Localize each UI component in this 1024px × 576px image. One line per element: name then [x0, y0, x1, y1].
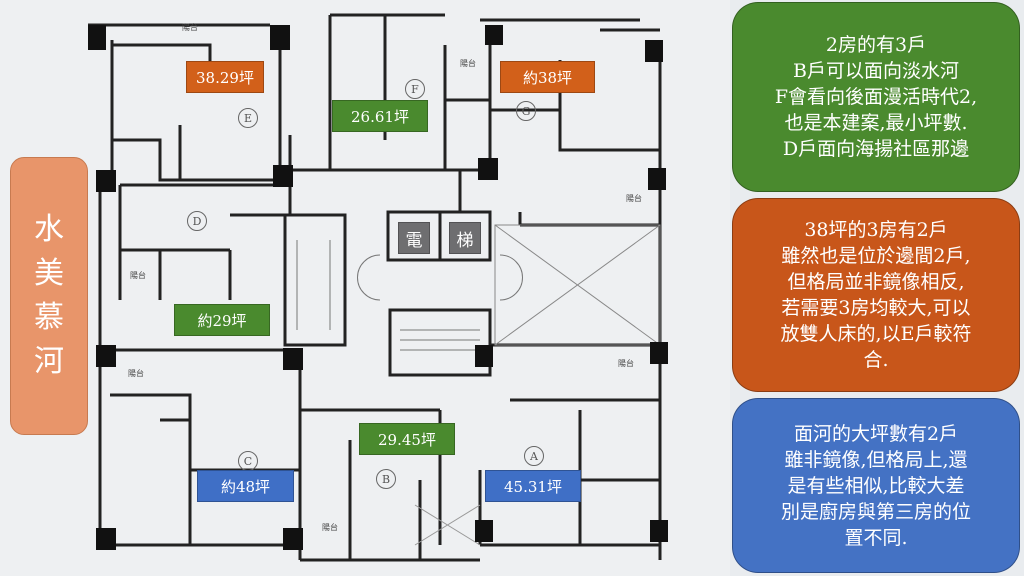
balcony-label: 陽台: [182, 23, 198, 32]
unit-c-marker: C: [238, 451, 258, 471]
unit-a-area: 45.31坪: [485, 470, 581, 502]
unit-g-marker: G: [516, 101, 536, 121]
note-line: 放雙人床的,以E戶較符: [780, 323, 972, 345]
elevator-label-2: 梯: [449, 222, 481, 254]
note-line: 雖然也是位於邊間2戶,: [781, 245, 971, 267]
unit-d-area: 約29坪: [174, 304, 270, 336]
river-char: 美: [34, 256, 64, 291]
note-line: 是有些相似,比較大差: [787, 474, 965, 497]
unit-g-area: 約38坪: [500, 61, 595, 93]
note-line: 38坪的3房有2戶: [804, 219, 948, 241]
floor-plan: E F G D C B A 陽台 陽台 陽台 陽台 陽台 陽台 陽台 38.29…: [10, 13, 668, 562]
river-label: 水 美 慕 河: [10, 157, 88, 435]
note-two-bedroom: 2房的有3戶 B戶可以面向淡水河 F會看向後面漫活時代2, 也是本建案,最小坪數…: [732, 2, 1020, 192]
unit-e-area: 38.29坪: [186, 61, 264, 93]
unit-f-area: 26.61坪: [332, 100, 428, 132]
unit-b-marker: B: [376, 469, 396, 489]
unit-b-area: 29.45坪: [359, 423, 455, 455]
elevator-label-1: 電: [398, 222, 430, 254]
note-line: 面河的大坪數有2戶: [793, 422, 959, 445]
balcony-label: 陽台: [130, 271, 146, 280]
balcony-label: 陽台: [460, 59, 476, 68]
note-line: B戶可以面向淡水河: [793, 60, 959, 82]
balcony-label: 陽台: [128, 369, 144, 378]
river-char: 河: [34, 344, 64, 379]
unit-f-marker: F: [405, 79, 425, 99]
note-line: F會看向後面漫活時代2,: [774, 86, 978, 108]
note-line: 合.: [863, 349, 889, 371]
note-line: 也是本建案,最小坪數.: [784, 112, 968, 134]
balcony-label: 陽台: [626, 194, 642, 203]
river-char: 水: [34, 212, 64, 247]
note-line: D戶面向海揚社區那邊: [782, 138, 970, 160]
note-line: 別是廚房與第三房的位: [780, 500, 971, 523]
note-line: 雖非鏡像,但格局上,還: [784, 448, 968, 471]
note-line: 置不同.: [844, 526, 908, 549]
note-line: 2房的有3戶: [825, 34, 927, 56]
river-char: 慕: [34, 300, 64, 335]
unit-c-area: 約48坪: [197, 470, 294, 502]
balcony-label: 陽台: [322, 523, 338, 532]
balcony-label: 陽台: [618, 359, 634, 368]
note-large-units: 面河的大坪數有2戶 雖非鏡像,但格局上,還 是有些相似,比較大差 別是廚房與第三…: [732, 398, 1020, 573]
unit-a-marker: A: [524, 446, 544, 466]
floor-plan-walls: [88, 13, 668, 562]
unit-e-marker: E: [238, 108, 258, 128]
note-line: 若需要3房均較大,可以: [781, 297, 971, 319]
note-line: 但格局並非鏡像相反,: [787, 271, 965, 293]
unit-d-marker: D: [187, 211, 207, 231]
note-three-bedroom: 38坪的3房有2戶 雖然也是位於邊間2戶, 但格局並非鏡像相反, 若需要3房均較…: [732, 198, 1020, 392]
